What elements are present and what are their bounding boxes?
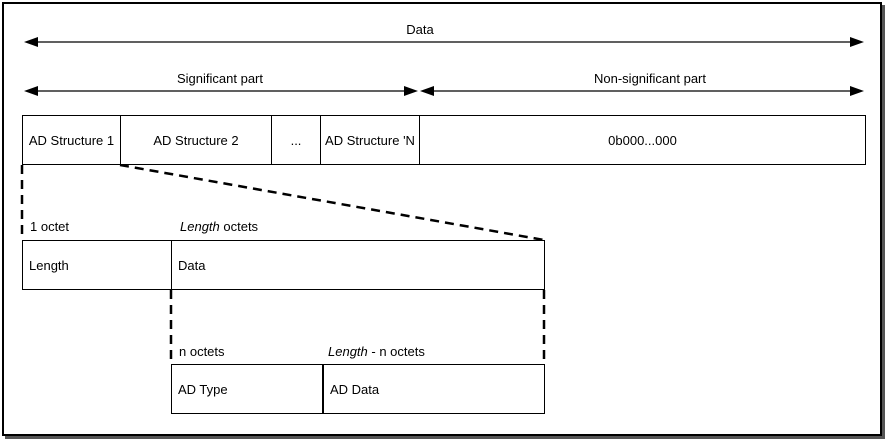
ad-data-cell: AD Data bbox=[323, 365, 544, 413]
ad-structure-1-cell: AD Structure 1 bbox=[23, 116, 121, 164]
ad-content-row: AD Type AD Data bbox=[171, 364, 545, 414]
ad-type-cell: AD Type bbox=[172, 365, 323, 413]
length-size-label: 1 octet bbox=[30, 219, 70, 234]
expansion-lines-structure bbox=[20, 163, 545, 242]
data-size-rest: octets bbox=[219, 219, 259, 234]
ad-data-size-label: Length - n octets bbox=[328, 344, 425, 360]
ad-data-size-rest: - n octets bbox=[367, 344, 425, 359]
non-significant-part-label: Non-significant part bbox=[594, 71, 706, 86]
data-label: Data bbox=[406, 22, 434, 37]
advertising-data-row: AD Structure 1 AD Structure 2 ... AD Str… bbox=[22, 115, 866, 165]
data-size-label: Length octets bbox=[180, 219, 258, 235]
length-cell: Length bbox=[23, 241, 172, 289]
ad-data-size-italic: Length bbox=[328, 344, 368, 359]
expansion-lines-data bbox=[169, 290, 546, 364]
data-arrow bbox=[24, 37, 864, 47]
ellipsis-cell: ... bbox=[272, 116, 321, 164]
ad-structure-n-cell: AD Structure 'N bbox=[321, 116, 420, 164]
data-size-italic: Length bbox=[180, 219, 220, 234]
significant-part-arrow bbox=[24, 86, 418, 96]
data-cell: Data bbox=[178, 257, 206, 273]
non-significant-part-arrow bbox=[420, 86, 864, 96]
ad-structure-row: Length Data bbox=[22, 240, 545, 290]
diagram-frame bbox=[2, 2, 882, 436]
significant-part-label: Significant part bbox=[177, 71, 263, 86]
ad-structure-2-cell: AD Structure 2 bbox=[121, 116, 272, 164]
zero-padding-cell: 0b000...000 bbox=[608, 132, 677, 148]
type-size-label: n octets bbox=[179, 344, 225, 359]
